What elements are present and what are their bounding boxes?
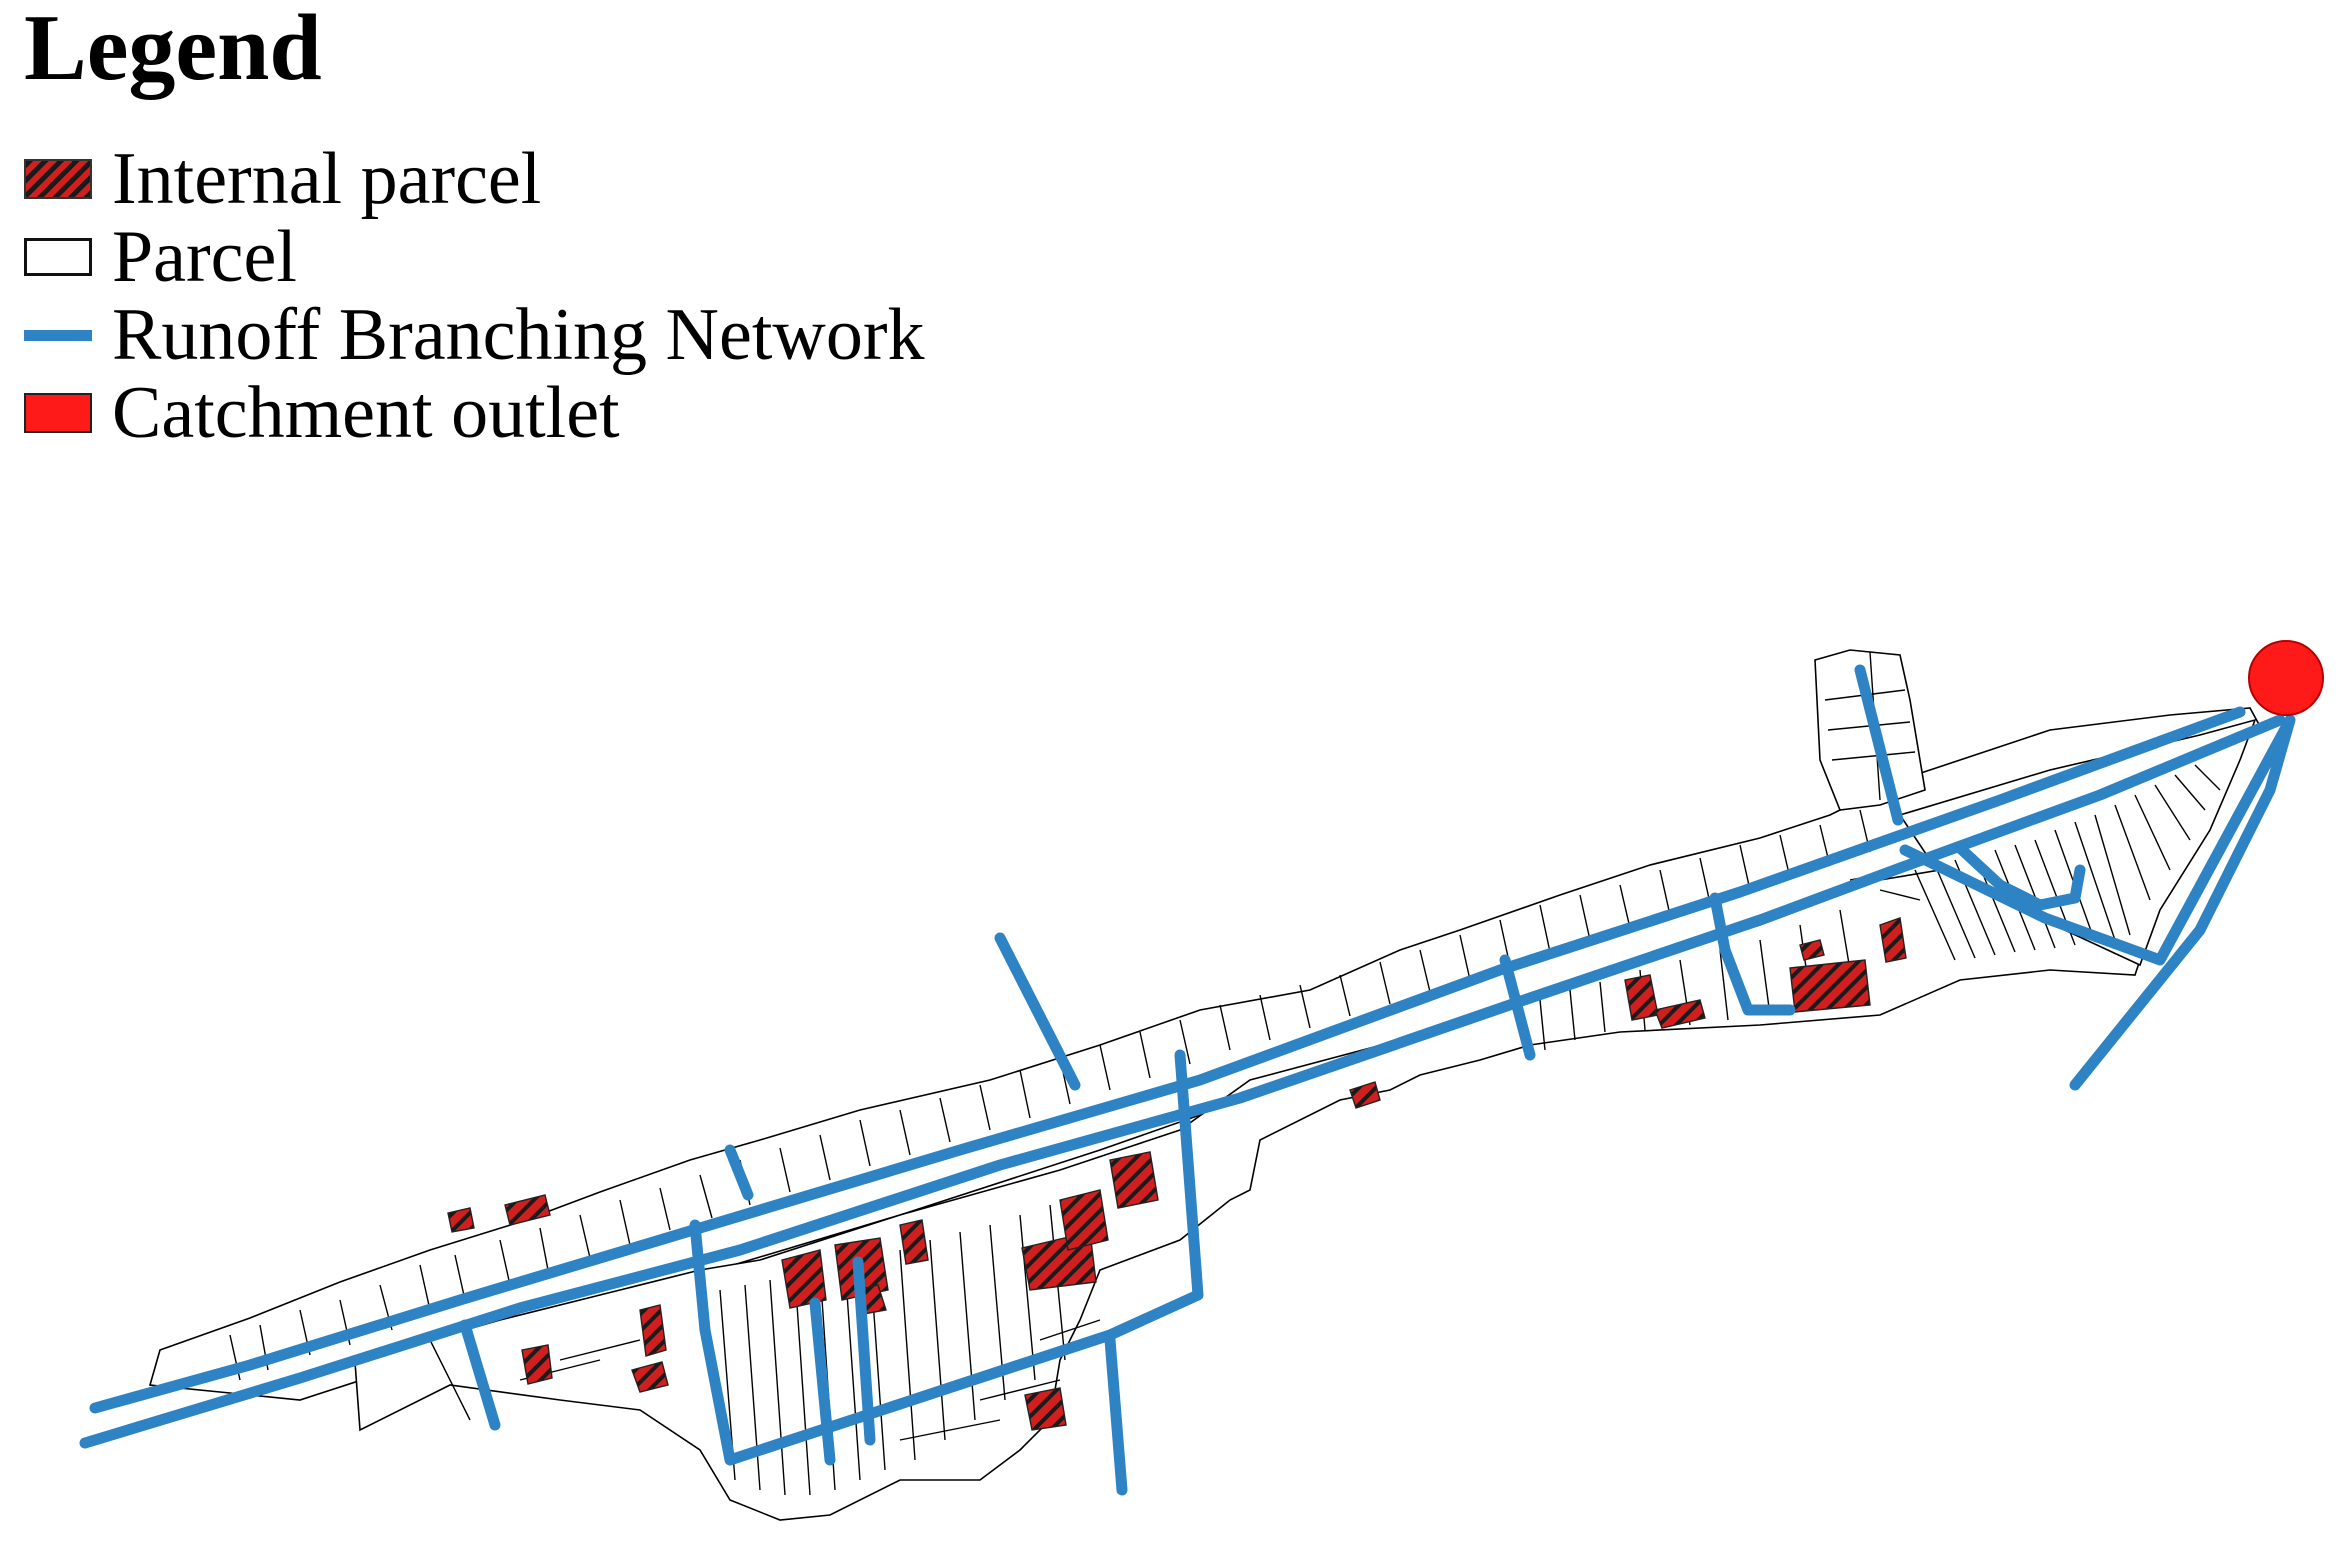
map-legend: Legend Internal parcel Parcel Runoff Bra… <box>24 0 924 452</box>
network-branch-south-c <box>1104 1334 1128 1496</box>
runoff-network <box>79 664 2296 1496</box>
legend-item-catchment-outlet: Catchment outlet <box>24 374 924 452</box>
legend-item-parcel: Parcel <box>24 218 924 296</box>
network-branch-mid-east <box>1709 892 1796 1016</box>
parcel-layer <box>148 649 2264 1521</box>
legend-label: Runoff Branching Network <box>112 294 925 376</box>
runoff-network-swatch <box>24 329 92 341</box>
network-main-channel-lower <box>79 714 2286 1449</box>
legend-list: Internal parcel Parcel Runoff Branching … <box>24 140 924 452</box>
network-branch-west-a <box>724 1144 754 1201</box>
network-branch-south-b <box>852 1256 876 1446</box>
internal-parcel-swatch <box>24 159 92 199</box>
network-branch-north <box>994 932 1081 1091</box>
network-main-channel-upper <box>89 706 2246 1414</box>
legend-label: Parcel <box>112 216 297 298</box>
legend-label: Internal parcel <box>112 138 542 220</box>
legend-item-runoff-network: Runoff Branching Network <box>24 296 924 374</box>
network-loop-south <box>689 1049 1204 1466</box>
internal-parcels <box>447 917 1907 1431</box>
network-branch-mid <box>1499 954 1536 1061</box>
catchment-outlet-swatch <box>24 393 92 433</box>
network-branch-west-b <box>459 1319 501 1431</box>
legend-item-internal-parcel: Internal parcel <box>24 140 924 218</box>
network-branch-south-a <box>809 1297 836 1466</box>
network-branch-tower <box>1854 664 1904 826</box>
parcel-swatch <box>24 238 92 276</box>
catchment-outlet-marker <box>2248 640 2324 716</box>
legend-label: Catchment outlet <box>112 372 620 454</box>
network-branch-east-inner <box>1954 842 2086 911</box>
legend-title: Legend <box>24 0 322 100</box>
network-branch-east-loop <box>1899 714 2296 1091</box>
